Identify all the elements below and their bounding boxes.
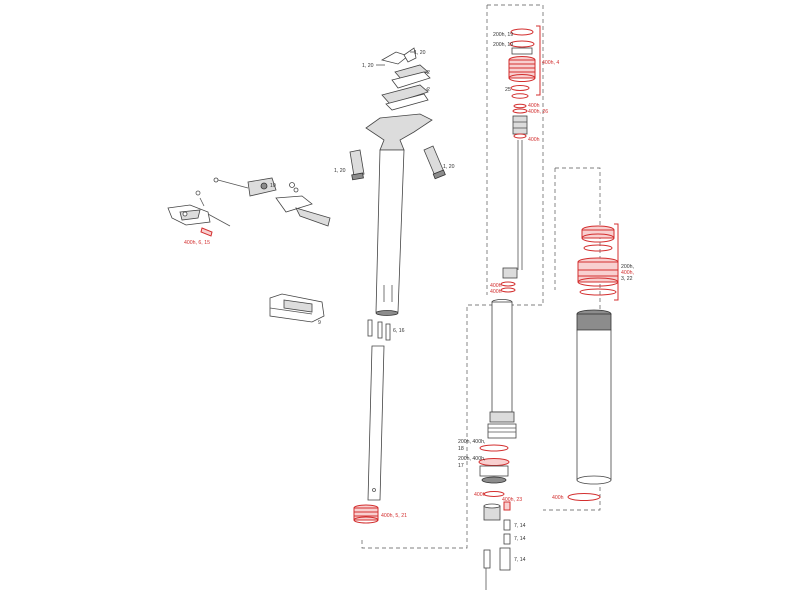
label-col2-400h-b: 400h — [528, 137, 540, 143]
label-col3-200h: 200h, — [621, 264, 634, 270]
col2-bracket-top — [536, 25, 541, 96]
label-col3-bottom-400h: 400h — [552, 495, 564, 501]
label-lever-400h: 400h, 6, 15 — [184, 240, 210, 246]
remote-lever-assembly — [167, 177, 331, 227]
label-col2-25: 25 — [505, 87, 511, 93]
label-col2-400h-23: 400h, 23 — [502, 497, 522, 503]
keys — [367, 319, 391, 341]
label-lever-10: 10 — [270, 183, 276, 189]
label-col2-400h-c: 400h — [490, 283, 502, 289]
clamp-bolt-left — [349, 149, 365, 181]
cartridge-end-parts — [483, 519, 511, 590]
label-clamp-left: 1, 20 — [362, 63, 374, 69]
column-2-boundary — [361, 4, 544, 549]
seatpost-head — [365, 113, 433, 151]
label-col2-7-14b: 7, 14 — [514, 536, 526, 542]
label-col2-200h-400h: 200h, 400h, — [458, 439, 485, 445]
lower-tube-hole — [372, 488, 376, 492]
label-col2-400h-4: 400h, 4 — [542, 60, 559, 66]
tube-bottom-ring — [375, 310, 399, 316]
cartridge-lower-cylinder — [487, 299, 517, 439]
label-clamp-2a: 2 — [427, 70, 430, 76]
column-3-collar-stack — [577, 225, 619, 296]
seatpost-lower-tube — [367, 345, 385, 501]
column-3-bottom-ring — [567, 493, 601, 501]
label-col2-200h-400h-b: 200h, 400h, — [458, 456, 485, 462]
col3-bracket — [614, 223, 619, 301]
label-col2-400h-a: 400h — [528, 103, 540, 109]
column-3-boundary — [543, 167, 601, 511]
cartridge-lower-seals — [478, 444, 511, 521]
label-col2-200h-19b: 200h, 19 — [493, 42, 513, 48]
label-clamp-top: 1, 20 — [414, 50, 426, 56]
remote-body — [269, 293, 325, 323]
label-col2-400h-26: 400h, 26 — [528, 109, 548, 115]
label-col2-400h-d: 400h — [490, 289, 502, 295]
cartridge-body — [500, 115, 528, 293]
seat-clamp-top-cradles — [380, 47, 431, 111]
column-3-outer-tube — [576, 309, 612, 485]
label-col3-3-22: 3, 22 — [621, 276, 633, 282]
label-clamp-2b: 2 — [427, 87, 430, 93]
label-col2-7-14a: 7, 14 — [514, 523, 526, 529]
clamp-bolt-right — [423, 145, 446, 180]
label-col2-7-14c: 7, 14 — [514, 557, 526, 563]
bottom-seal-red — [353, 504, 379, 524]
label-remote-9: 9 — [318, 320, 321, 326]
label-bolt-right: 1, 20 — [443, 164, 455, 170]
cartridge-top-stack — [508, 28, 536, 114]
label-col2-200h-19a: 200h, 19 — [493, 32, 513, 38]
label-col2-17: 17 — [458, 463, 464, 469]
label-col2-18: 18 — [458, 446, 464, 452]
label-bottom-seal: 400h, 5, 21 — [381, 513, 407, 519]
label-col2-400h-e: 400h — [474, 492, 486, 498]
lever-red-part — [200, 227, 213, 237]
seatpost-upper-tube — [375, 149, 405, 313]
label-bolt-left: 1, 20 — [334, 168, 346, 174]
label-col3-400h: 400h, — [621, 270, 634, 276]
label-keys: 6, 16 — [393, 328, 405, 334]
